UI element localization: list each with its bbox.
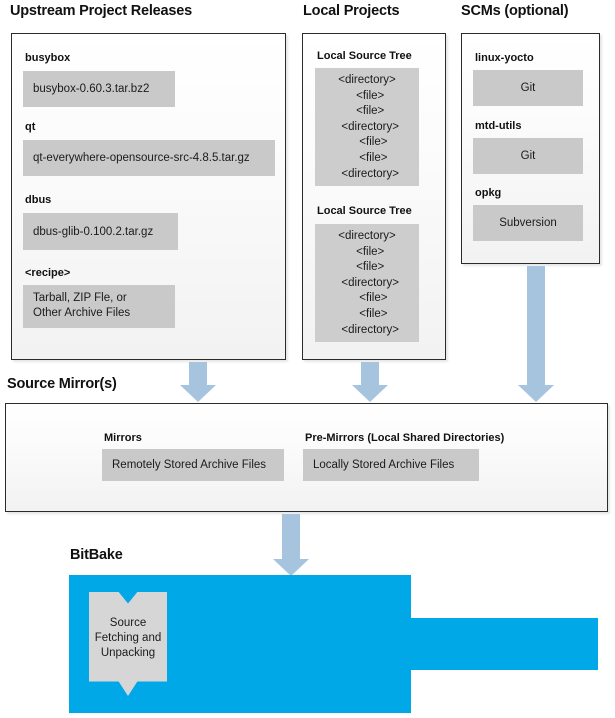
- scms-chip-mtd-utils: Git: [473, 138, 583, 174]
- arrow-local-projects-to-mirrors: [352, 362, 388, 402]
- source-mirrors-label-pre-mirrors: Pre-Mirrors (Local Shared Directories): [305, 432, 505, 444]
- heading-local-projects: Local Projects: [303, 3, 400, 19]
- arrow-mirrors-to-bitbake: [273, 514, 309, 576]
- scms-label-linux-yocto: linux-yocto: [475, 52, 534, 64]
- heading-source-mirrors: Source Mirror(s): [7, 376, 117, 392]
- upstream-label-qt: qt: [25, 121, 36, 133]
- local-projects-tree-1: <directory> <file> <file> <directory> <f…: [315, 68, 419, 186]
- source-mirrors-label-mirrors: Mirrors: [104, 432, 142, 444]
- upstream-chip-busybox: busybox-0.60.3.tar.bz2: [23, 71, 175, 107]
- arrow-upstream-to-mirrors: [180, 362, 216, 402]
- upstream-label-recipe: <recipe>: [25, 267, 71, 279]
- scms-label-opkg: opkg: [475, 187, 502, 199]
- local-projects-label-1: Local Source Tree: [317, 50, 412, 62]
- scms-chip-opkg: Subversion: [473, 205, 583, 241]
- upstream-chip-recipe: Tarball, ZIP Fle, or Other Archive Files: [23, 285, 175, 328]
- scms-chip-linux-yocto: Git: [473, 70, 583, 106]
- source-mirrors-chip-mirrors: Remotely Stored Archive Files: [102, 449, 284, 481]
- upstream-chip-recipe-line1: Tarball, ZIP Fle, or: [33, 292, 127, 304]
- bitbake-task-line1: Source: [109, 616, 147, 629]
- bitbake-task-text: Source Fetching and Unpacking: [95, 616, 162, 661]
- upstream-label-busybox: busybox: [25, 52, 71, 64]
- heading-bitbake: BitBake: [70, 547, 123, 563]
- heading-scms: SCMs (optional): [461, 3, 569, 19]
- local-projects-tree-2: <directory> <file> <file> <directory> <f…: [315, 224, 419, 342]
- heading-upstream-project-releases: Upstream Project Releases: [10, 3, 192, 19]
- source-mirrors-chip-pre-mirrors: Locally Stored Archive Files: [303, 449, 479, 481]
- bitbake-task-line2: Fetching and: [94, 631, 162, 644]
- upstream-label-dbus: dbus: [25, 194, 52, 206]
- local-projects-label-2: Local Source Tree: [317, 205, 412, 217]
- upstream-chip-qt: qt-everywhere-opensource-src-4.8.5.tar.g…: [23, 140, 275, 176]
- upstream-chip-dbus: dbus-glib-0.100.2.tar.gz: [23, 213, 178, 250]
- upstream-chip-recipe-line2: Other Archive Files: [33, 307, 131, 319]
- bitbake-body-tail: [409, 618, 598, 670]
- bitbake-task-source-fetching-and-unpacking: Source Fetching and Unpacking: [89, 592, 167, 696]
- bitbake-task-line3: Unpacking: [100, 646, 156, 659]
- arrow-scms-to-mirrors: [518, 266, 554, 402]
- scms-label-mtd-utils: mtd-utils: [475, 120, 522, 132]
